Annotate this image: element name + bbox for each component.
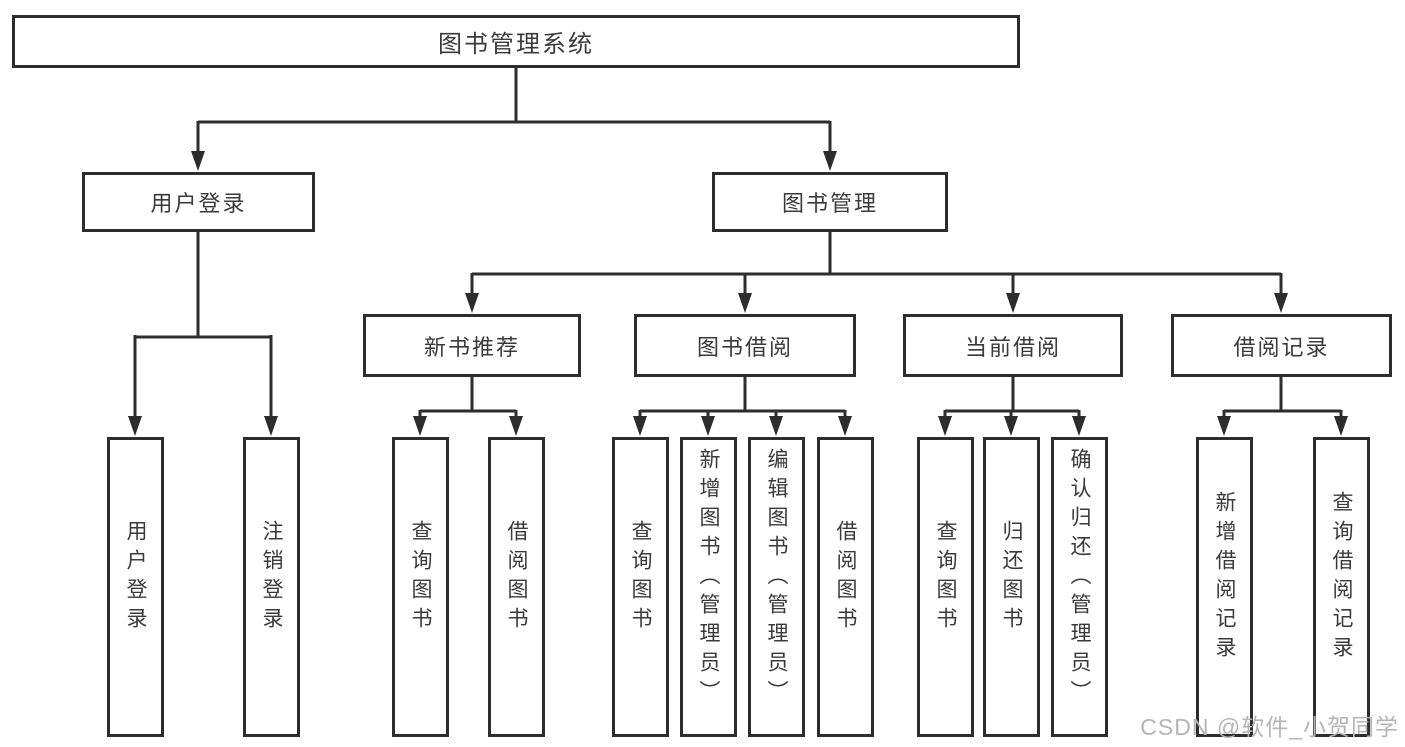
leaf-add-book-admin-label: 新增图书（管理员）: [697, 447, 720, 709]
leaf-add-book-admin: 新增图书（管理员）: [680, 437, 737, 737]
leaf-query-book-1: 查询图书: [392, 437, 449, 737]
leaf-confirm-return-admin-label: 确认归还（管理员）: [1068, 447, 1091, 709]
node-root: 图书管理系统: [12, 15, 1020, 68]
leaf-query-book-2: 查询图书: [612, 437, 669, 737]
node-book-borrow-label: 图书借阅: [696, 334, 793, 360]
node-root-label: 图书管理系统: [438, 31, 594, 58]
leaf-add-borrow-record-label: 新增借阅记录: [1213, 491, 1236, 665]
node-borrow-records: 借阅记录: [1171, 314, 1392, 377]
leaf-edit-book-admin-label: 编辑图书（管理员）: [765, 447, 788, 709]
node-new-book-recommend: 新书推荐: [363, 314, 581, 377]
leaf-return-book-label: 归还图书: [1000, 520, 1023, 636]
leaf-query-book-1-label: 查询图书: [409, 520, 432, 636]
leaf-query-borrow-record: 查询借阅记录: [1313, 437, 1370, 737]
node-current-borrow: 当前借阅: [903, 314, 1123, 377]
node-book-management-label: 图书管理: [781, 191, 878, 216]
leaf-return-book: 归还图书: [983, 437, 1040, 737]
leaf-borrow-book-1-label: 借阅图书: [505, 520, 528, 636]
leaf-confirm-return-admin: 确认归还（管理员）: [1051, 437, 1108, 737]
leaf-query-book-3-label: 查询图书: [934, 520, 957, 636]
leaf-query-borrow-record-label: 查询借阅记录: [1330, 491, 1353, 665]
leaf-logout-label: 注销登录: [260, 520, 283, 636]
leaf-borrow-book-2: 借阅图书: [817, 437, 874, 737]
node-user-login-label: 用户登录: [150, 191, 247, 216]
csdn-watermark: CSDN @软件_小贺同学: [1140, 714, 1399, 740]
leaf-add-borrow-record: 新增借阅记录: [1196, 437, 1253, 737]
leaf-query-book-2-label: 查询图书: [629, 520, 652, 636]
node-borrow-records-label: 借阅记录: [1233, 334, 1330, 360]
node-current-borrow-label: 当前借阅: [964, 334, 1061, 360]
node-book-management: 图书管理: [712, 172, 948, 232]
leaf-user-login-label: 用户登录: [124, 520, 147, 636]
node-user-login: 用户登录: [82, 172, 315, 232]
leaf-query-book-3: 查询图书: [917, 437, 974, 737]
leaf-edit-book-admin: 编辑图书（管理员）: [748, 437, 805, 737]
leaf-user-login: 用户登录: [107, 437, 164, 737]
node-book-borrow: 图书借阅: [634, 314, 856, 377]
leaf-borrow-book-2-label: 借阅图书: [834, 520, 857, 636]
leaf-borrow-book-1: 借阅图书: [488, 437, 545, 737]
leaf-logout: 注销登录: [243, 437, 300, 737]
connector-path: [133, 68, 1343, 417]
node-new-book-recommend-label: 新书推荐: [423, 334, 520, 360]
